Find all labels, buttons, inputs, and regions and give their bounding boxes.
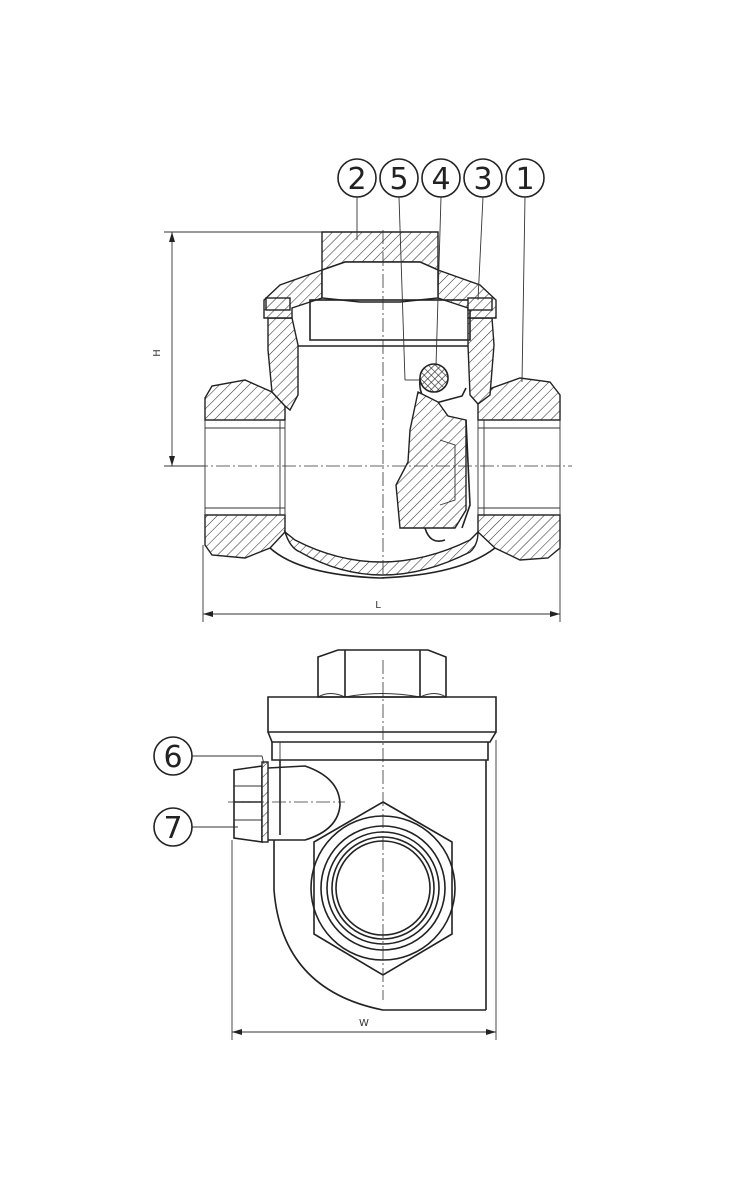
- left-end-wall-bottom: [204, 514, 286, 559]
- svg-text:4: 4: [431, 162, 450, 197]
- body-right-wall: [467, 317, 495, 405]
- balloon-group-top: 2 5 4 3 1: [337, 158, 545, 198]
- bonnet-flange: [267, 696, 497, 733]
- svg-text:1: 1: [515, 162, 534, 197]
- dimension-width: W: [231, 740, 497, 1040]
- hinge-pin: [419, 363, 449, 393]
- dimension-length: L: [202, 545, 561, 622]
- body-bottom: [283, 530, 479, 576]
- plug-hex: [233, 765, 263, 843]
- svg-text:5: 5: [389, 162, 408, 197]
- swing-disc: [395, 390, 467, 529]
- svg-text:2: 2: [347, 162, 366, 197]
- balloon-6: 6: [153, 736, 193, 776]
- right-bore: [477, 419, 561, 516]
- plug-boss: [267, 765, 341, 841]
- svg-text:7: 7: [163, 811, 182, 846]
- body-outline: [271, 742, 489, 761]
- dimension-length-label: L: [375, 600, 381, 611]
- bonnet-bore: [309, 299, 471, 341]
- gasket-left: [265, 297, 291, 311]
- left-bore: [204, 419, 286, 516]
- balloon-5: 5: [379, 158, 419, 198]
- end-view: W 6 7: [153, 649, 497, 1040]
- balloon-1: 1: [505, 158, 545, 198]
- section-leaders: [356, 196, 526, 383]
- cap-hex: [317, 649, 447, 698]
- dimension-height: H: [152, 231, 322, 467]
- svg-text:3: 3: [473, 162, 492, 197]
- gasket-right: [467, 297, 493, 311]
- body-lower-bowl: [273, 840, 486, 1011]
- balloon-2: 2: [337, 158, 377, 198]
- right-end-wall-bottom: [477, 514, 561, 561]
- svg-text:6: 6: [163, 740, 182, 775]
- section-view: H L 2 5: [152, 158, 572, 622]
- body-left-wall: [267, 317, 299, 412]
- bonnet-cavity: [321, 261, 439, 303]
- balloon-7: 7: [153, 807, 193, 847]
- dimension-height-label: H: [152, 349, 163, 357]
- balloon-4: 4: [421, 158, 461, 198]
- dimension-width-label: W: [359, 1018, 369, 1029]
- balloon-3: 3: [463, 158, 503, 198]
